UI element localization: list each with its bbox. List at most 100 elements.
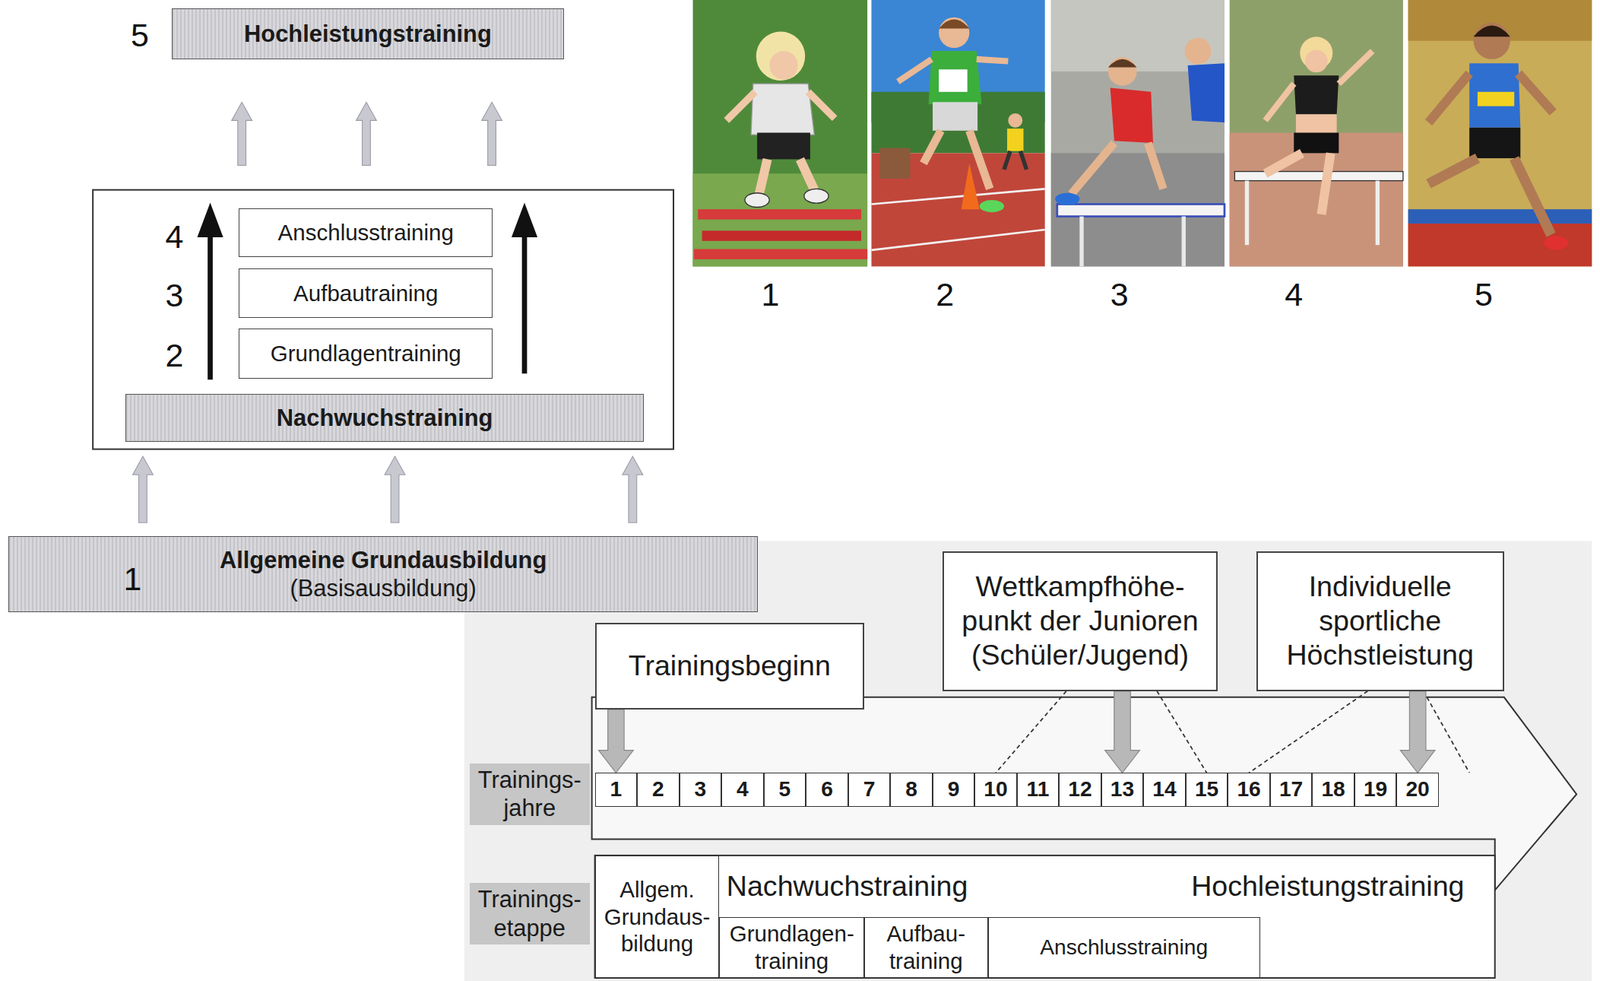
photo-hurdler [1408,0,1593,267]
callout-number: 2 [935,277,954,311]
black-up-arrow [207,232,213,380]
node-text: Anschlusstraining [1039,934,1208,960]
photo-hurdler [1051,0,1225,267]
node-text: Wettkampfhöhe- punkt der Junioren (Schül… [954,569,1206,672]
node-text: Hochleistungstraining [1191,868,1464,903]
black-up-arrow [197,203,222,237]
phase-box: Grundlagentraining [238,328,493,379]
phase-box: Anschlusstraining [238,208,493,257]
photo-hurdler [1007,128,1024,152]
phase-band: Allgemeine Grundausbildung(Basisausbildu… [8,535,759,613]
photo-hurdler [757,133,811,160]
photo-hurdler [923,130,941,164]
node-text: Individuelle sportliche Höchstleistung [1267,569,1493,672]
node-text: 13 [1110,776,1135,802]
photo-hurdler [1408,0,1593,42]
dashed-connector [1248,690,1368,774]
node-text: 4 [736,776,749,802]
photo-hurdler [1229,0,1404,267]
photo-hurdler [1051,0,1225,267]
photo-hurdler [1469,127,1521,159]
callout-number: 5 [130,18,149,51]
callout-number: 1 [123,562,143,596]
grey-up-arrow [231,101,253,165]
node-text: 20 [1405,776,1429,802]
node-text: 17 [1279,776,1303,802]
photo-hurdler [1518,73,1554,113]
photo-hurdler [804,188,829,203]
year-cell: 19 [1354,772,1398,806]
photo-hurdler [1051,152,1225,267]
node-text: (Basisausbildung) [289,573,476,602]
stage-cell: Grundlagen- training [719,916,865,979]
node-text: 6 [820,776,834,802]
stage-cell: Allgem. Grundaus- bildung [595,855,720,978]
node-text: Grundlagentraining [270,339,462,367]
callout-number: 3 [1110,277,1129,311]
block-arrow [1400,690,1436,774]
node-text: 12 [1067,776,1092,802]
photo-hurdler [1229,133,1404,267]
photo-hurdler [979,199,1005,213]
year-cell: 11 [1017,772,1060,806]
phase-box: Aufbautraining [238,268,493,317]
node-text: 1 [610,776,623,802]
photo-hurdler [726,91,756,121]
photo-hurdler [1007,113,1023,128]
node-text: Aufbau- training [868,919,983,974]
stage-row: NachwuchstrainingHochleistungstraining [719,855,1495,917]
row-label: Trainings- etappe [469,882,590,945]
year-cell: 10 [974,772,1018,806]
node-text: Trainings- jahre [472,765,587,822]
photo-hurdler [1188,63,1225,123]
dashed-connector [1156,690,1208,774]
photo-hurdler [1057,203,1225,216]
year-cell: 6 [805,772,849,806]
photo-hurdler [1293,133,1339,154]
photo-hurdler [750,83,815,135]
block-arrow [598,709,634,773]
photo-hurdler [1338,50,1372,84]
photo-hurdler [1181,216,1186,267]
node-text: 15 [1194,776,1219,802]
node-text: 14 [1152,776,1176,802]
photo-hurdler [702,230,862,241]
node-text: Allgem. Grundaus- bildung [599,875,715,957]
photo-hurdler [871,188,1045,204]
year-cell: 5 [763,772,807,806]
year-cell: 18 [1311,772,1355,806]
photo-hurdler [1408,209,1593,224]
stage-cell: Aufbau- training [864,916,988,979]
photo-hurdler [769,50,799,80]
photo-hurdler [879,148,910,179]
node-text: Trainings- etappe [472,884,587,941]
node-text: 9 [947,776,960,802]
year-cell: 1 [595,772,638,806]
table-outline [595,855,1496,978]
photo-hurdler [1110,87,1154,143]
callout-number: 2 [165,339,184,372]
photo-hurdler [1055,193,1080,206]
grey-up-arrow [622,456,644,523]
photo-hurdler [938,69,968,92]
node-text: 19 [1363,776,1388,802]
node-text: 2 [652,776,665,802]
year-cell: 16 [1227,772,1271,806]
photo-hurdler [1305,50,1328,73]
photo-hurdler [756,31,805,81]
node-text: 10 [983,776,1008,802]
photo-hurdler [938,17,970,48]
year-cell: 14 [1143,772,1186,806]
grey-up-arrow [384,456,406,523]
year-cell: 13 [1101,772,1144,806]
photo-hurdler [1543,235,1569,251]
photo-hurdler [1265,152,1303,174]
photo-hurdler [1428,158,1477,184]
node-text: Trainingsbeginn [628,648,831,683]
stage-cell: Anschlusstraining [988,916,1261,979]
photo-hurdler [1004,151,1011,170]
callout-box: Individuelle sportliche Höchstleistung [1256,551,1505,691]
photo-hurdler [928,50,983,105]
photo-hurdler [1079,216,1084,267]
